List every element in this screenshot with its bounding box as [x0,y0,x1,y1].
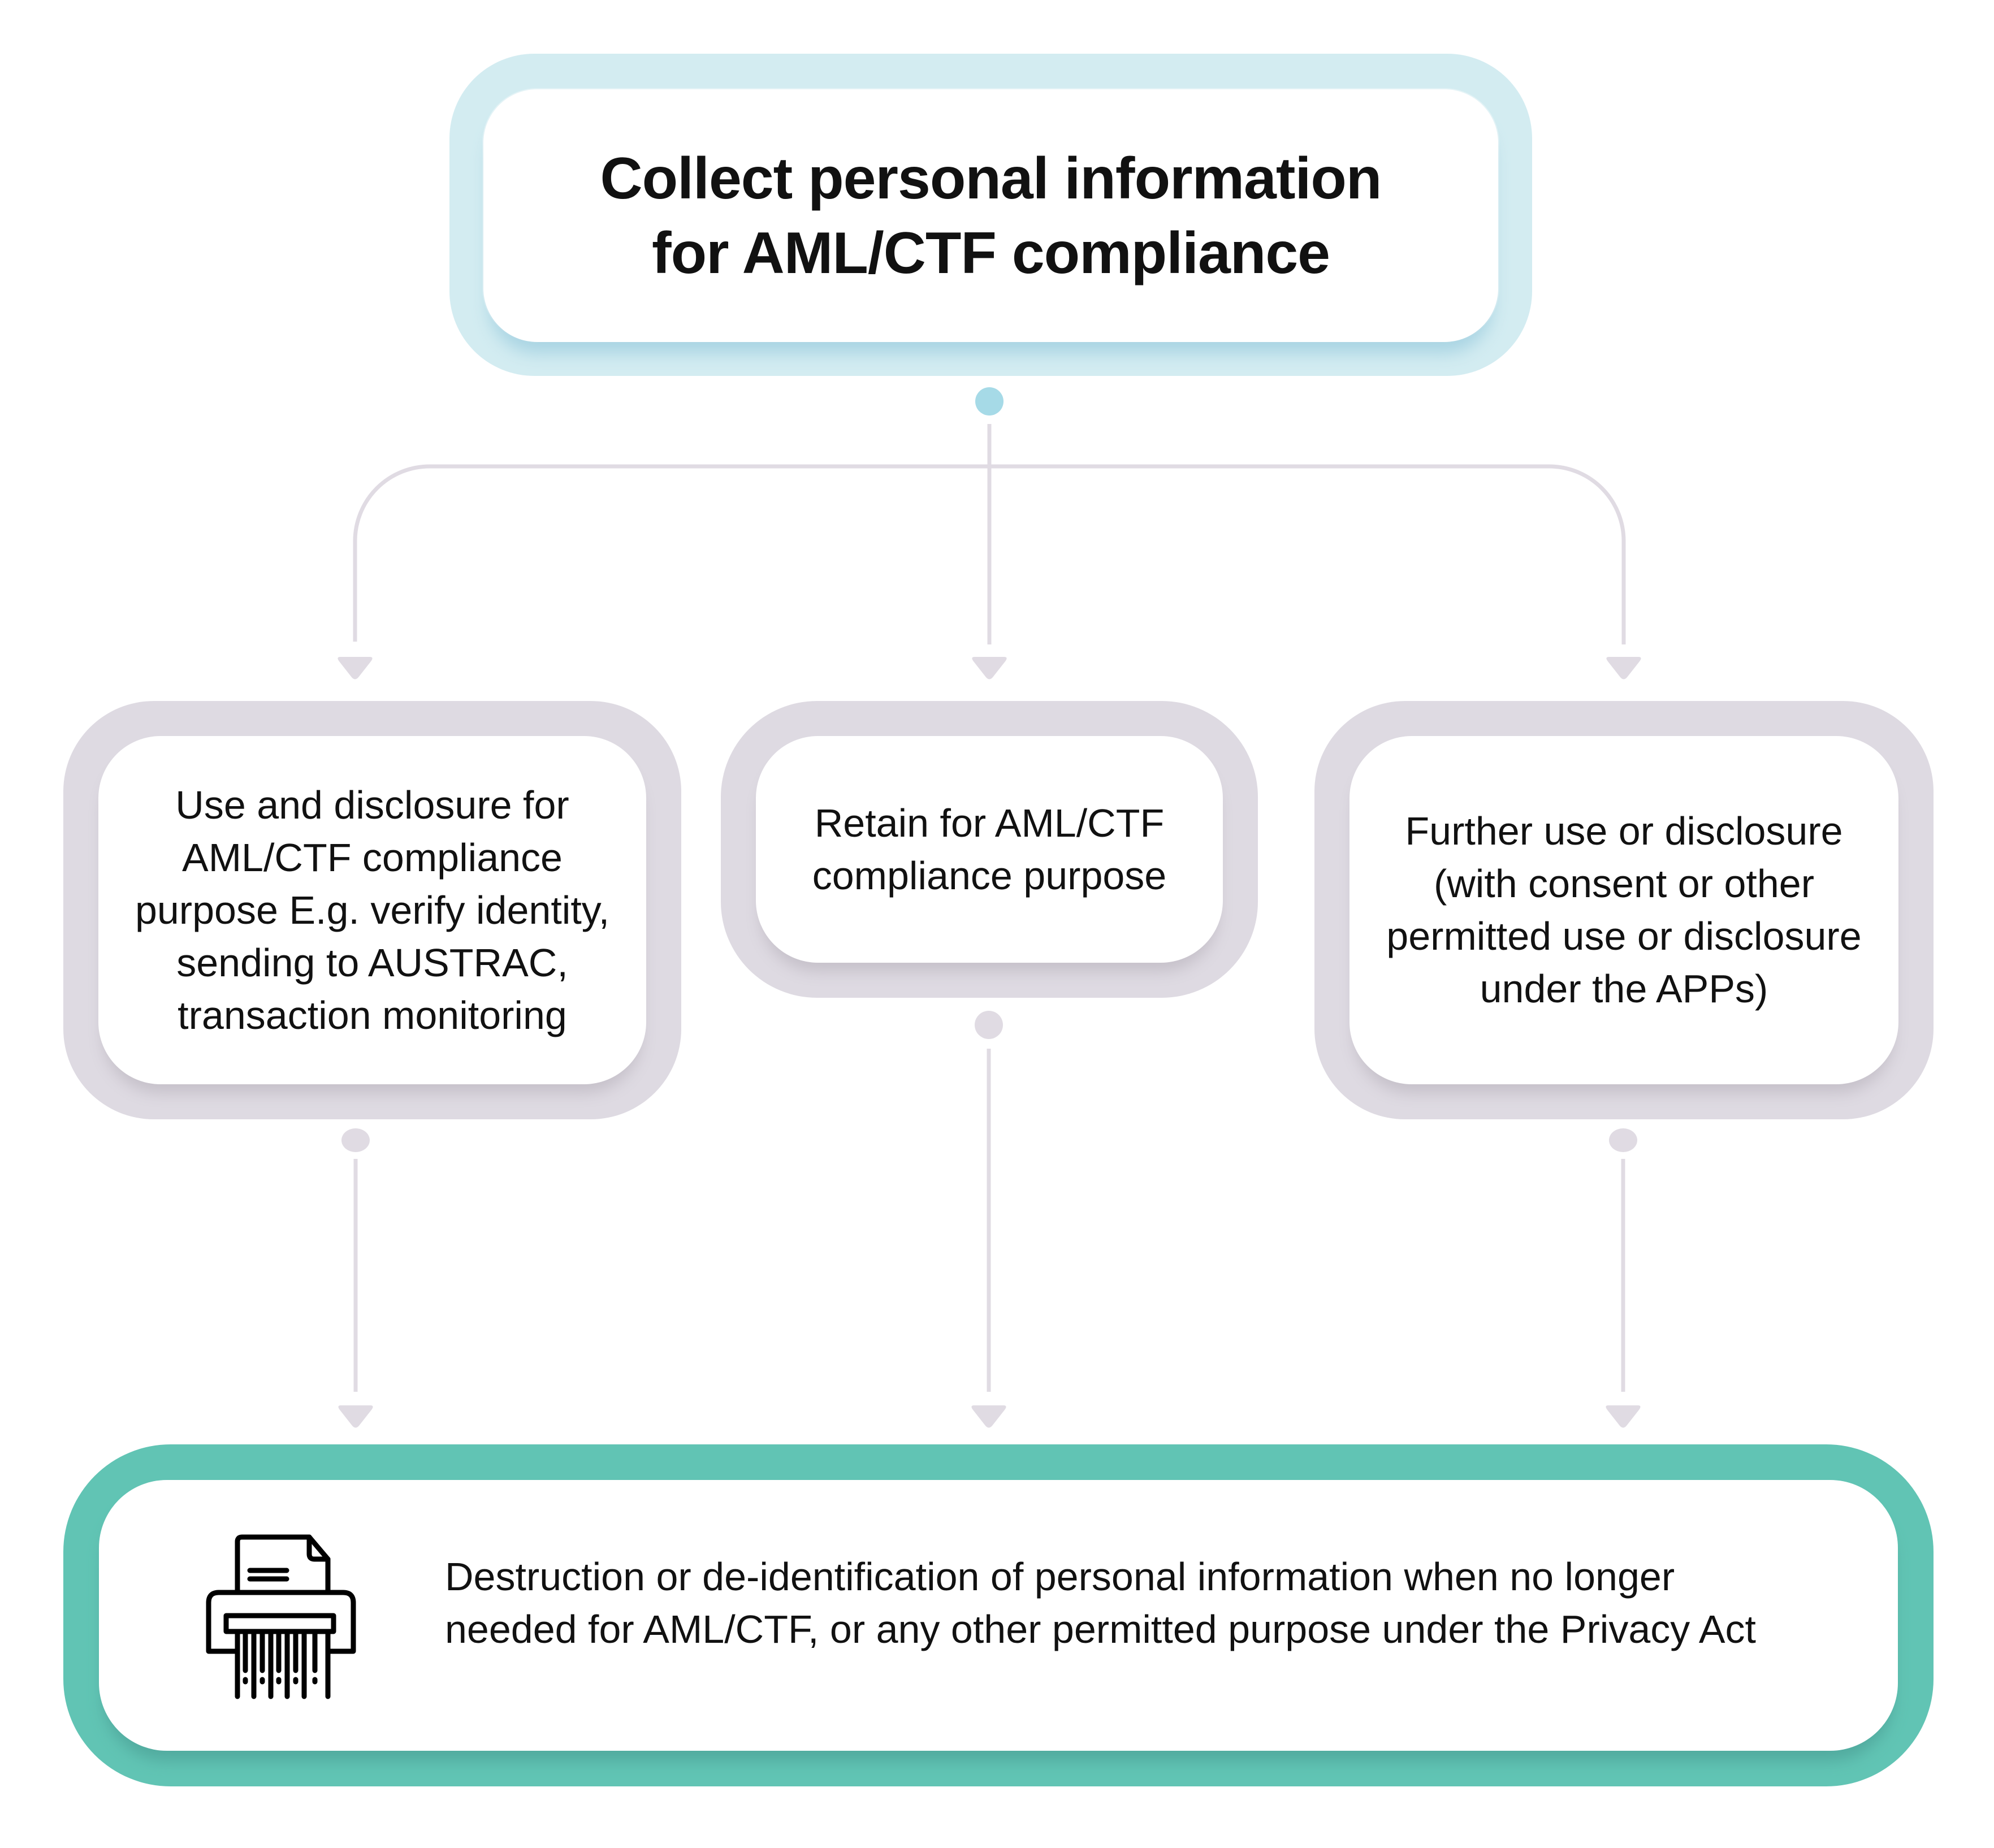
retain-node: Retain for AML/CTF compliance purpose [721,701,1258,998]
retain-node-label: Retain for AML/CTF compliance purpose [812,800,1167,898]
top-connector-dot [975,387,1004,416]
further-use-node-label: Further use or disclosure (with consent … [1386,809,1862,1011]
arrowhead-icon [338,1405,373,1428]
destruction-node-inner: Destruction or de-identification of pers… [99,1480,1898,1751]
center-connector-dot [975,1011,1003,1039]
use-disclosure-node-inner: Use and disclosure for AML/CTF complianc… [98,736,646,1084]
collect-node: Collect personal information for AML/CTF… [449,54,1532,376]
use-disclosure-node: Use and disclosure for AML/CTF complianc… [63,701,681,1119]
destruction-node-label: Destruction or de-identification of pers… [445,1555,1756,1651]
collect-node-label: Collect personal information for AML/CTF… [600,145,1382,286]
destruction-node: Destruction or de-identification of pers… [63,1444,1934,1786]
arrowhead-icon [1606,1405,1641,1428]
collect-node-inner: Collect personal information for AML/CTF… [483,89,1498,342]
further-use-node-inner: Further use or disclosure (with consent … [1349,736,1898,1084]
right-connector-dot [1609,1128,1637,1152]
shredder-icon [206,1534,356,1699]
use-disclosure-node-label: Use and disclosure for AML/CTF complianc… [135,782,610,1037]
arrowhead-icon [1606,657,1641,680]
edge-top-to-use-disclosure [353,464,989,642]
further-use-node: Further use or disclosure (with consent … [1314,701,1934,1119]
arrowhead-icon [338,657,373,680]
edge-top-to-further-use [989,464,1626,644]
left-connector-dot [341,1128,370,1152]
retain-node-inner: Retain for AML/CTF compliance purpose [756,736,1223,963]
arrowhead-icon [972,657,1007,680]
arrowhead-icon [971,1405,1006,1428]
